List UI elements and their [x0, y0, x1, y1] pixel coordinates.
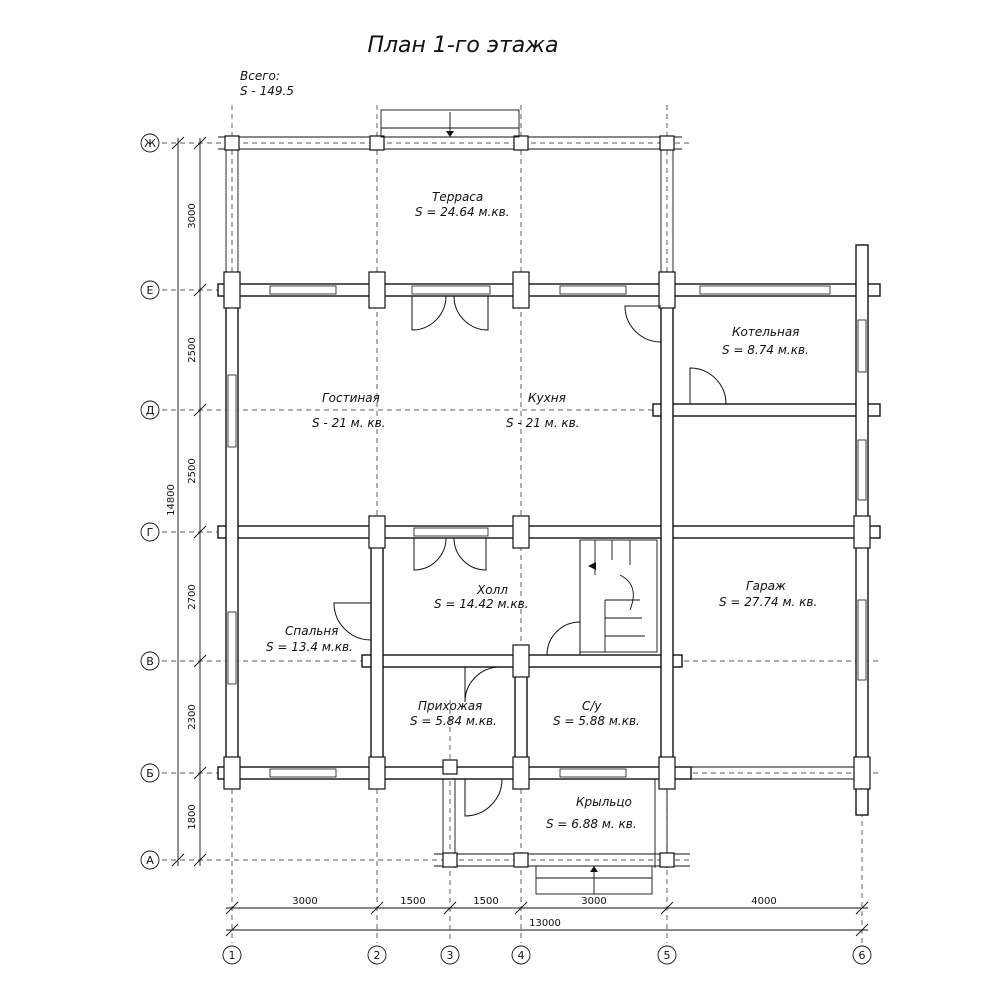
dim-vertical-total: 14800 — [166, 484, 177, 516]
room-area-kitchen: S - 21 м. кв. — [506, 416, 579, 430]
room-area-entrance: S = 5.84 м.кв. — [410, 714, 497, 728]
porch-steps — [535, 865, 653, 895]
axis-row-label: Б — [146, 767, 154, 780]
room-name-living: Гостиная — [322, 391, 380, 405]
room-name-wc: С/у — [582, 699, 602, 713]
room-name-boiler: Котельная — [732, 325, 799, 339]
room-name-hall: Холл — [476, 583, 508, 597]
horizontal-dimensions: 3000 1500 1500 3000 4000 13000 — [225, 896, 869, 937]
dim-horizontal: 4000 — [751, 896, 776, 907]
room-area-living: S - 21 м. кв. — [312, 416, 385, 430]
dim-vertical: 3000 — [187, 203, 198, 228]
dim-horizontal: 3000 — [292, 896, 317, 907]
row-axis-markers: Ж Е Д Г В Б А — [140, 133, 160, 870]
axis-col-label: 5 — [664, 949, 671, 962]
terrace-structure — [218, 109, 682, 283]
dim-vertical: 2500 — [187, 337, 198, 362]
dim-vertical: 2700 — [187, 584, 198, 609]
doors — [333, 295, 727, 817]
room-name-terrace: Терраса — [432, 190, 483, 204]
axis-row-label: Е — [147, 284, 154, 297]
room-name-porch: Крыльцо — [576, 795, 632, 809]
axis-col-label: 1 — [229, 949, 236, 962]
room-area-bedroom: S = 13.4 м.кв. — [266, 640, 353, 654]
axis-row-label: В — [146, 655, 154, 668]
staircase — [579, 539, 658, 653]
axis-col-label: 3 — [447, 949, 454, 962]
axis-row-label: Г — [147, 526, 154, 539]
total-area: S - 149.5 — [240, 84, 294, 98]
axis-row-label: А — [146, 854, 154, 867]
room-area-boiler: S = 8.74 м.кв. — [722, 343, 809, 357]
axis-col-label: 6 — [859, 949, 866, 962]
axis-row-label: Ж — [144, 137, 156, 150]
axis-col-label: 2 — [374, 949, 381, 962]
vertical-dimensions: 3000 2500 2500 2700 2300 1800 14800 — [166, 136, 207, 867]
axis-row-label: Д — [146, 404, 155, 417]
axis-col-label: 4 — [518, 949, 525, 962]
room-area-porch: S = 6.88 м. кв. — [546, 817, 637, 831]
log-joints — [223, 271, 871, 790]
room-area-garage: S = 27.74 м. кв. — [719, 595, 817, 609]
windows — [227, 285, 867, 778]
dim-vertical: 2300 — [187, 704, 198, 729]
total-label: Всего: — [240, 69, 280, 83]
dim-horizontal: 3000 — [581, 896, 606, 907]
column-axis-markers: 1 2 3 4 5 6 — [222, 945, 872, 965]
room-area-hall: S = 14.42 м.кв. — [434, 597, 528, 611]
dim-vertical: 2500 — [187, 458, 198, 483]
dim-vertical: 1800 — [187, 804, 198, 829]
room-name-bedroom: Спальня — [285, 624, 338, 638]
room-name-garage: Гараж — [746, 579, 786, 593]
dim-horizontal: 1500 — [473, 896, 498, 907]
room-name-kitchen: Кухня — [528, 391, 566, 405]
plan-title: План 1-го этажа — [367, 33, 558, 58]
room-name-entrance: Прихожая — [418, 699, 482, 713]
room-area-terrace: S = 24.64 м.кв. — [415, 205, 509, 219]
dim-horizontal: 1500 — [400, 896, 425, 907]
dim-horizontal-total: 13000 — [529, 918, 561, 929]
room-area-wc: S = 5.88 м.кв. — [553, 714, 640, 728]
